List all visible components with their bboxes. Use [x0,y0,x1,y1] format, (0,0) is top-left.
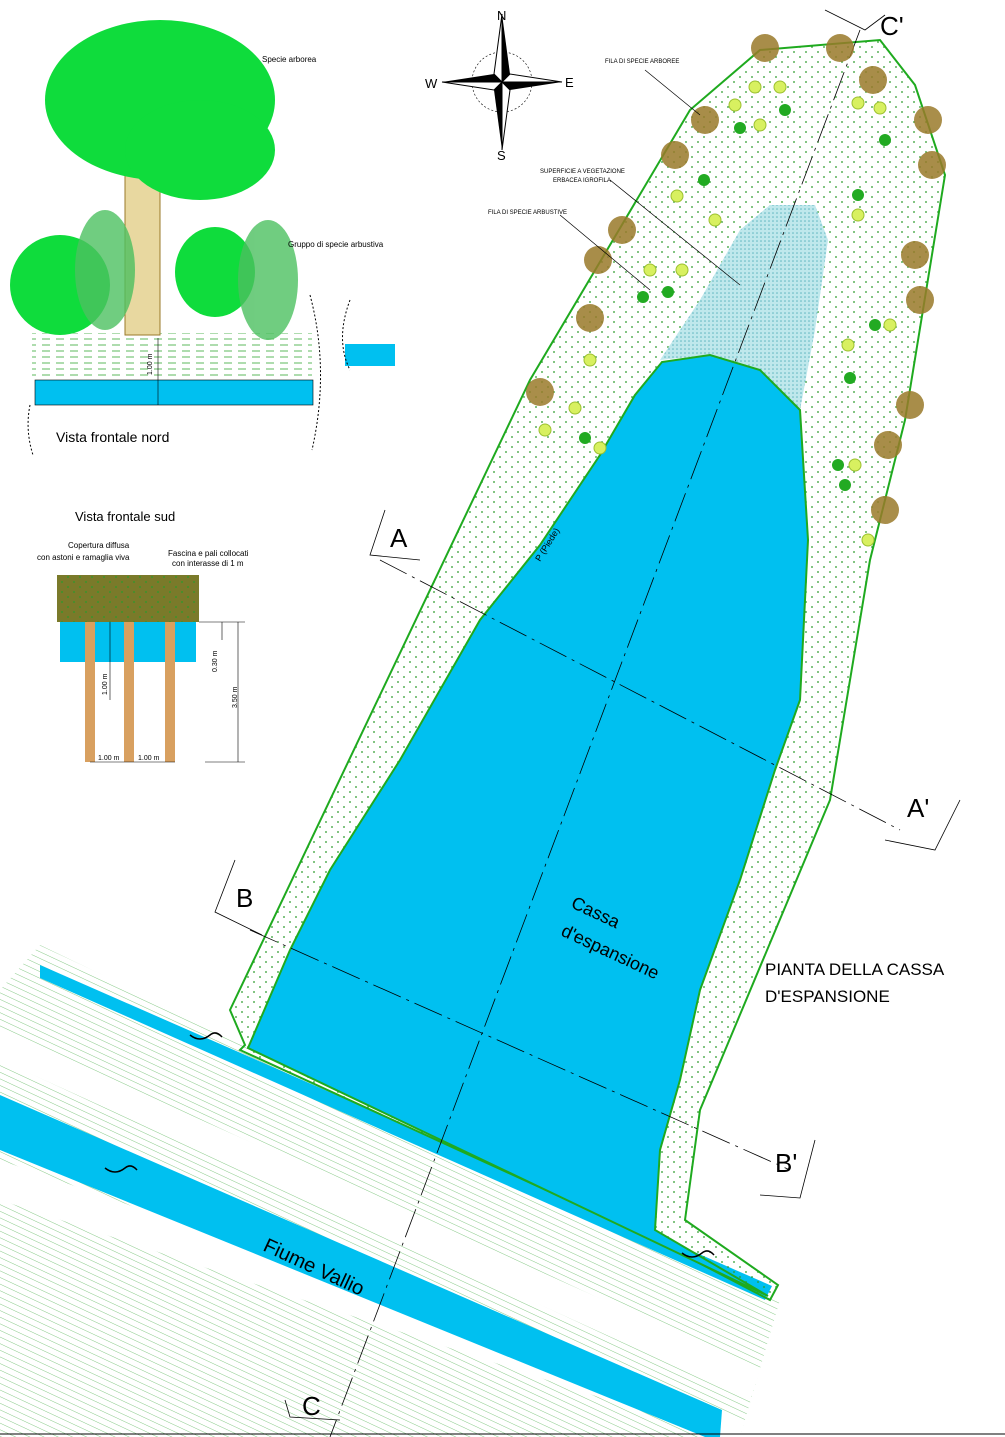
dim-spacing-2: 1.00 m [138,755,160,762]
north-view-title: Vista frontale nord [56,429,169,445]
plan-vegetation [526,34,946,547]
dim-pole: 3.50 m [232,686,239,708]
section-b-prime: B' [775,1148,797,1178]
section-c: C [302,1391,321,1421]
dim-depth: 1.00 m [102,673,109,695]
label-grass-2: ERBACEA IGROFILA [553,178,611,184]
river-water [0,1095,722,1437]
label-shrub-row: FILA DI SPECIE ARBUSTIVE [488,210,567,216]
section-c-prime: C' [880,11,904,41]
compass-e: E [565,75,574,90]
section-b: B [236,883,253,913]
shrub-label: Gruppo di specie arbustiva [288,240,384,249]
compass-rose-icon [441,13,563,151]
flow-arrow-icon [104,1032,715,1258]
label-grass-1: SUPERFICIE A VEGETAZIONE [540,169,625,175]
leader-lines [559,69,741,291]
section-markers [214,9,961,1421]
plan-title-1: PIANTA DELLA CASSA [765,960,945,979]
section-lines [249,29,901,1437]
label-tree-row: FILA DI SPECIE ARBOREE [605,59,679,65]
south-view [57,575,245,763]
compass-s: S [497,148,506,163]
plan-title-2: D'ESPANSIONE [765,987,890,1006]
dim-water: 0.30 m [212,650,219,672]
side-channel [40,965,772,1300]
south-view-title: Vista frontale sud [75,509,175,524]
compass-w: W [425,76,438,91]
cover-label-1: Copertura diffusa [68,541,130,550]
dim-spacing-1: 1.00 m [98,755,120,762]
section-a: A [390,523,408,553]
fascine-label-2: con interasse di 1 m [172,559,244,568]
cover-label-2: con astoni e ramaglia viva [37,553,130,562]
north-height-dim: 1.00 m [147,353,154,375]
tree-label: Specie arborea [262,55,317,64]
basin-water [246,353,810,1297]
wet-meadow [660,205,828,410]
compass-n: N [497,8,506,23]
north-view [10,20,395,456]
section-a-prime: A' [907,793,929,823]
fascine-label-1: Fascina e pali collocati [168,549,249,558]
river-area [0,945,780,1437]
